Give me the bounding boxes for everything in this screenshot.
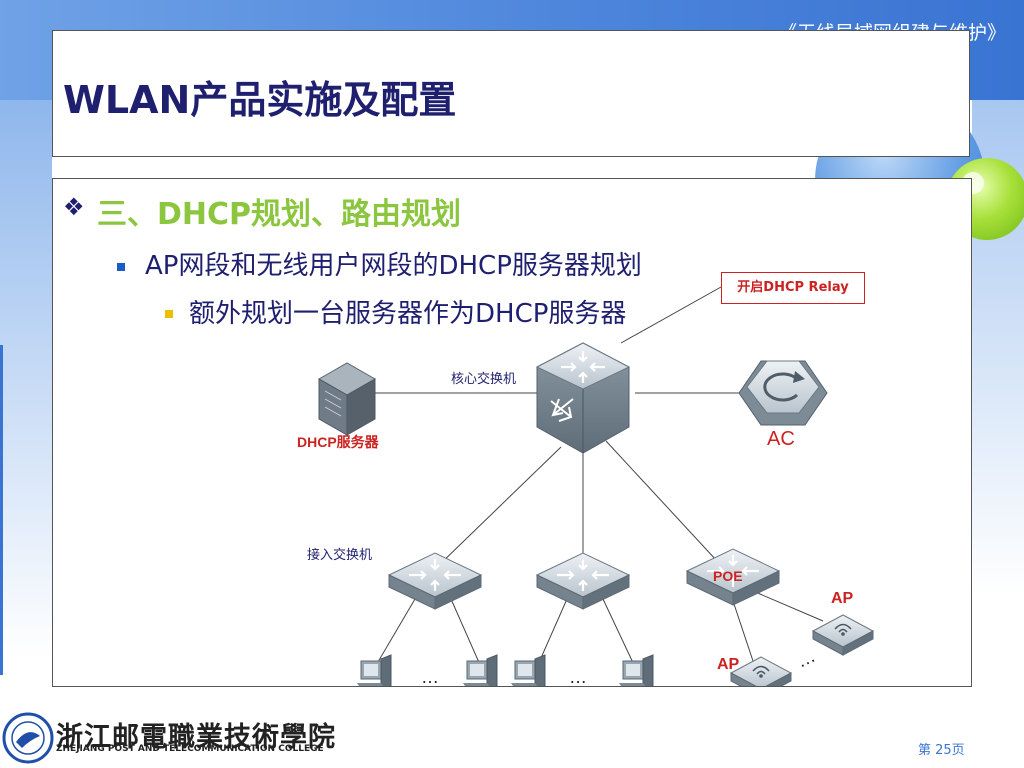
bullet-level2: AP网段和无线用户网段的DHCP服务器规划 xyxy=(145,251,642,281)
page-number: 第 25页 xyxy=(918,743,965,758)
title-box: WLAN产品实施及配置 xyxy=(52,30,970,157)
poe-label: POE xyxy=(713,568,743,584)
core-switch-label: 核心交换机 xyxy=(451,371,516,386)
college-name-en: ZHEJIANG POST AND TELECOMMUNICATION COLL… xyxy=(56,744,324,754)
square-bullet-icon xyxy=(117,263,125,271)
link-poe-ap1 xyxy=(752,590,824,622)
pc-1-icon xyxy=(356,654,392,686)
dhcp-relay-callout: 开启DHCP Relay xyxy=(721,272,865,304)
ac-controller-icon xyxy=(738,360,828,426)
bullet-level3: 额外规划一台服务器作为DHCP服务器 xyxy=(189,299,627,329)
pc-3-icon xyxy=(510,654,546,686)
left-accent-line xyxy=(0,345,3,675)
ap-label-1: AP xyxy=(831,590,854,607)
link-core-access3 xyxy=(605,440,718,562)
content-box: ❖ 三、DHCP规划、路由规划 AP网段和无线用户网段的DHCP服务器规划 额外… xyxy=(52,178,972,687)
pc-2-icon xyxy=(462,654,498,686)
ap-2-icon xyxy=(730,656,792,686)
ellipsis-pcs-1: … xyxy=(421,667,439,687)
link-access2-pc4 xyxy=(602,598,636,668)
link-poe-ap2 xyxy=(732,600,754,662)
pc-4-icon xyxy=(618,654,654,686)
core-switch-icon xyxy=(535,342,631,454)
ap-label-2: AP xyxy=(717,656,740,673)
link-access1-pc1 xyxy=(374,598,416,668)
access-switch-label: 接入交换机 xyxy=(307,547,372,562)
college-logo-icon xyxy=(2,712,54,764)
college-name-cn: 浙江邮電職業技術學院 xyxy=(56,722,336,753)
link-core-access1 xyxy=(434,446,562,570)
callout-pointer xyxy=(620,286,722,344)
dhcp-server-icon xyxy=(317,362,377,436)
section-heading: 三、DHCP规划、路由规划 xyxy=(97,197,462,232)
access-switch-1-icon xyxy=(387,551,483,611)
ellipsis-aps: … xyxy=(794,646,819,672)
access-switch-2-icon xyxy=(535,551,631,611)
network-diagram: 核心交换机 DHCP服务器 AC 接入交换机 POE AP AP … … … xyxy=(297,286,874,687)
ac-label: AC xyxy=(767,428,795,450)
left-decor-band xyxy=(0,100,52,720)
ellipsis-pcs-2: … xyxy=(569,667,587,687)
dhcp-server-label: DHCP服务器 xyxy=(297,434,380,450)
square-bullet-icon xyxy=(165,310,173,318)
link-access1-pc2 xyxy=(450,598,482,668)
diamond-bullet-icon: ❖ xyxy=(63,193,85,221)
page-title: WLAN产品实施及配置 xyxy=(63,78,457,122)
